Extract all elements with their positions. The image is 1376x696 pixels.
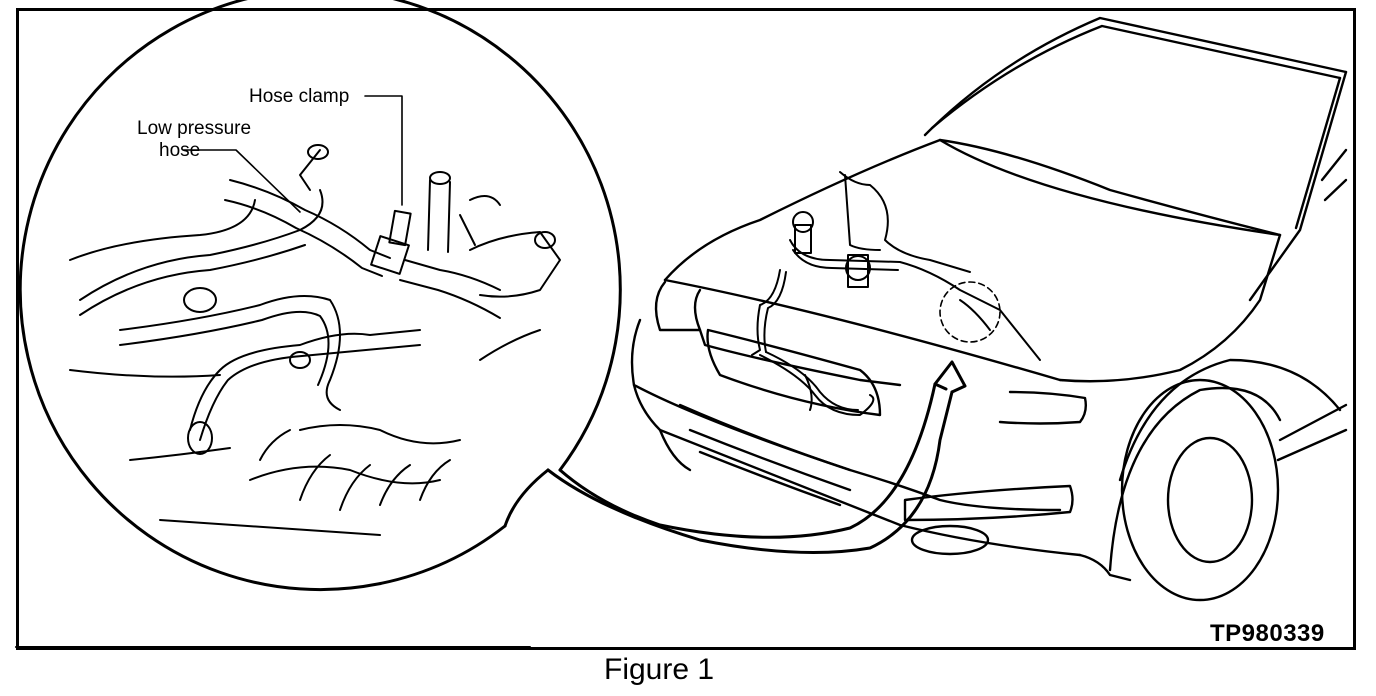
detail-marker-circle <box>939 281 1001 343</box>
figure-frame <box>16 8 1356 650</box>
low-pressure-hose-label-line1: Low pressure <box>137 118 252 139</box>
car-outline <box>630 16 1348 602</box>
leader-lines <box>183 95 403 213</box>
hose-routing <box>751 171 1041 416</box>
figure-caption: Figure 1 <box>604 653 715 686</box>
magnifier-circle <box>18 0 622 592</box>
low-pressure-hose-label-line2: hose <box>159 140 201 161</box>
hose-clamp-label: Hose clamp <box>249 86 350 107</box>
engine-detail <box>69 144 561 536</box>
callout-arrow <box>503 360 967 554</box>
figure-code: TP980339 <box>1210 620 1325 647</box>
